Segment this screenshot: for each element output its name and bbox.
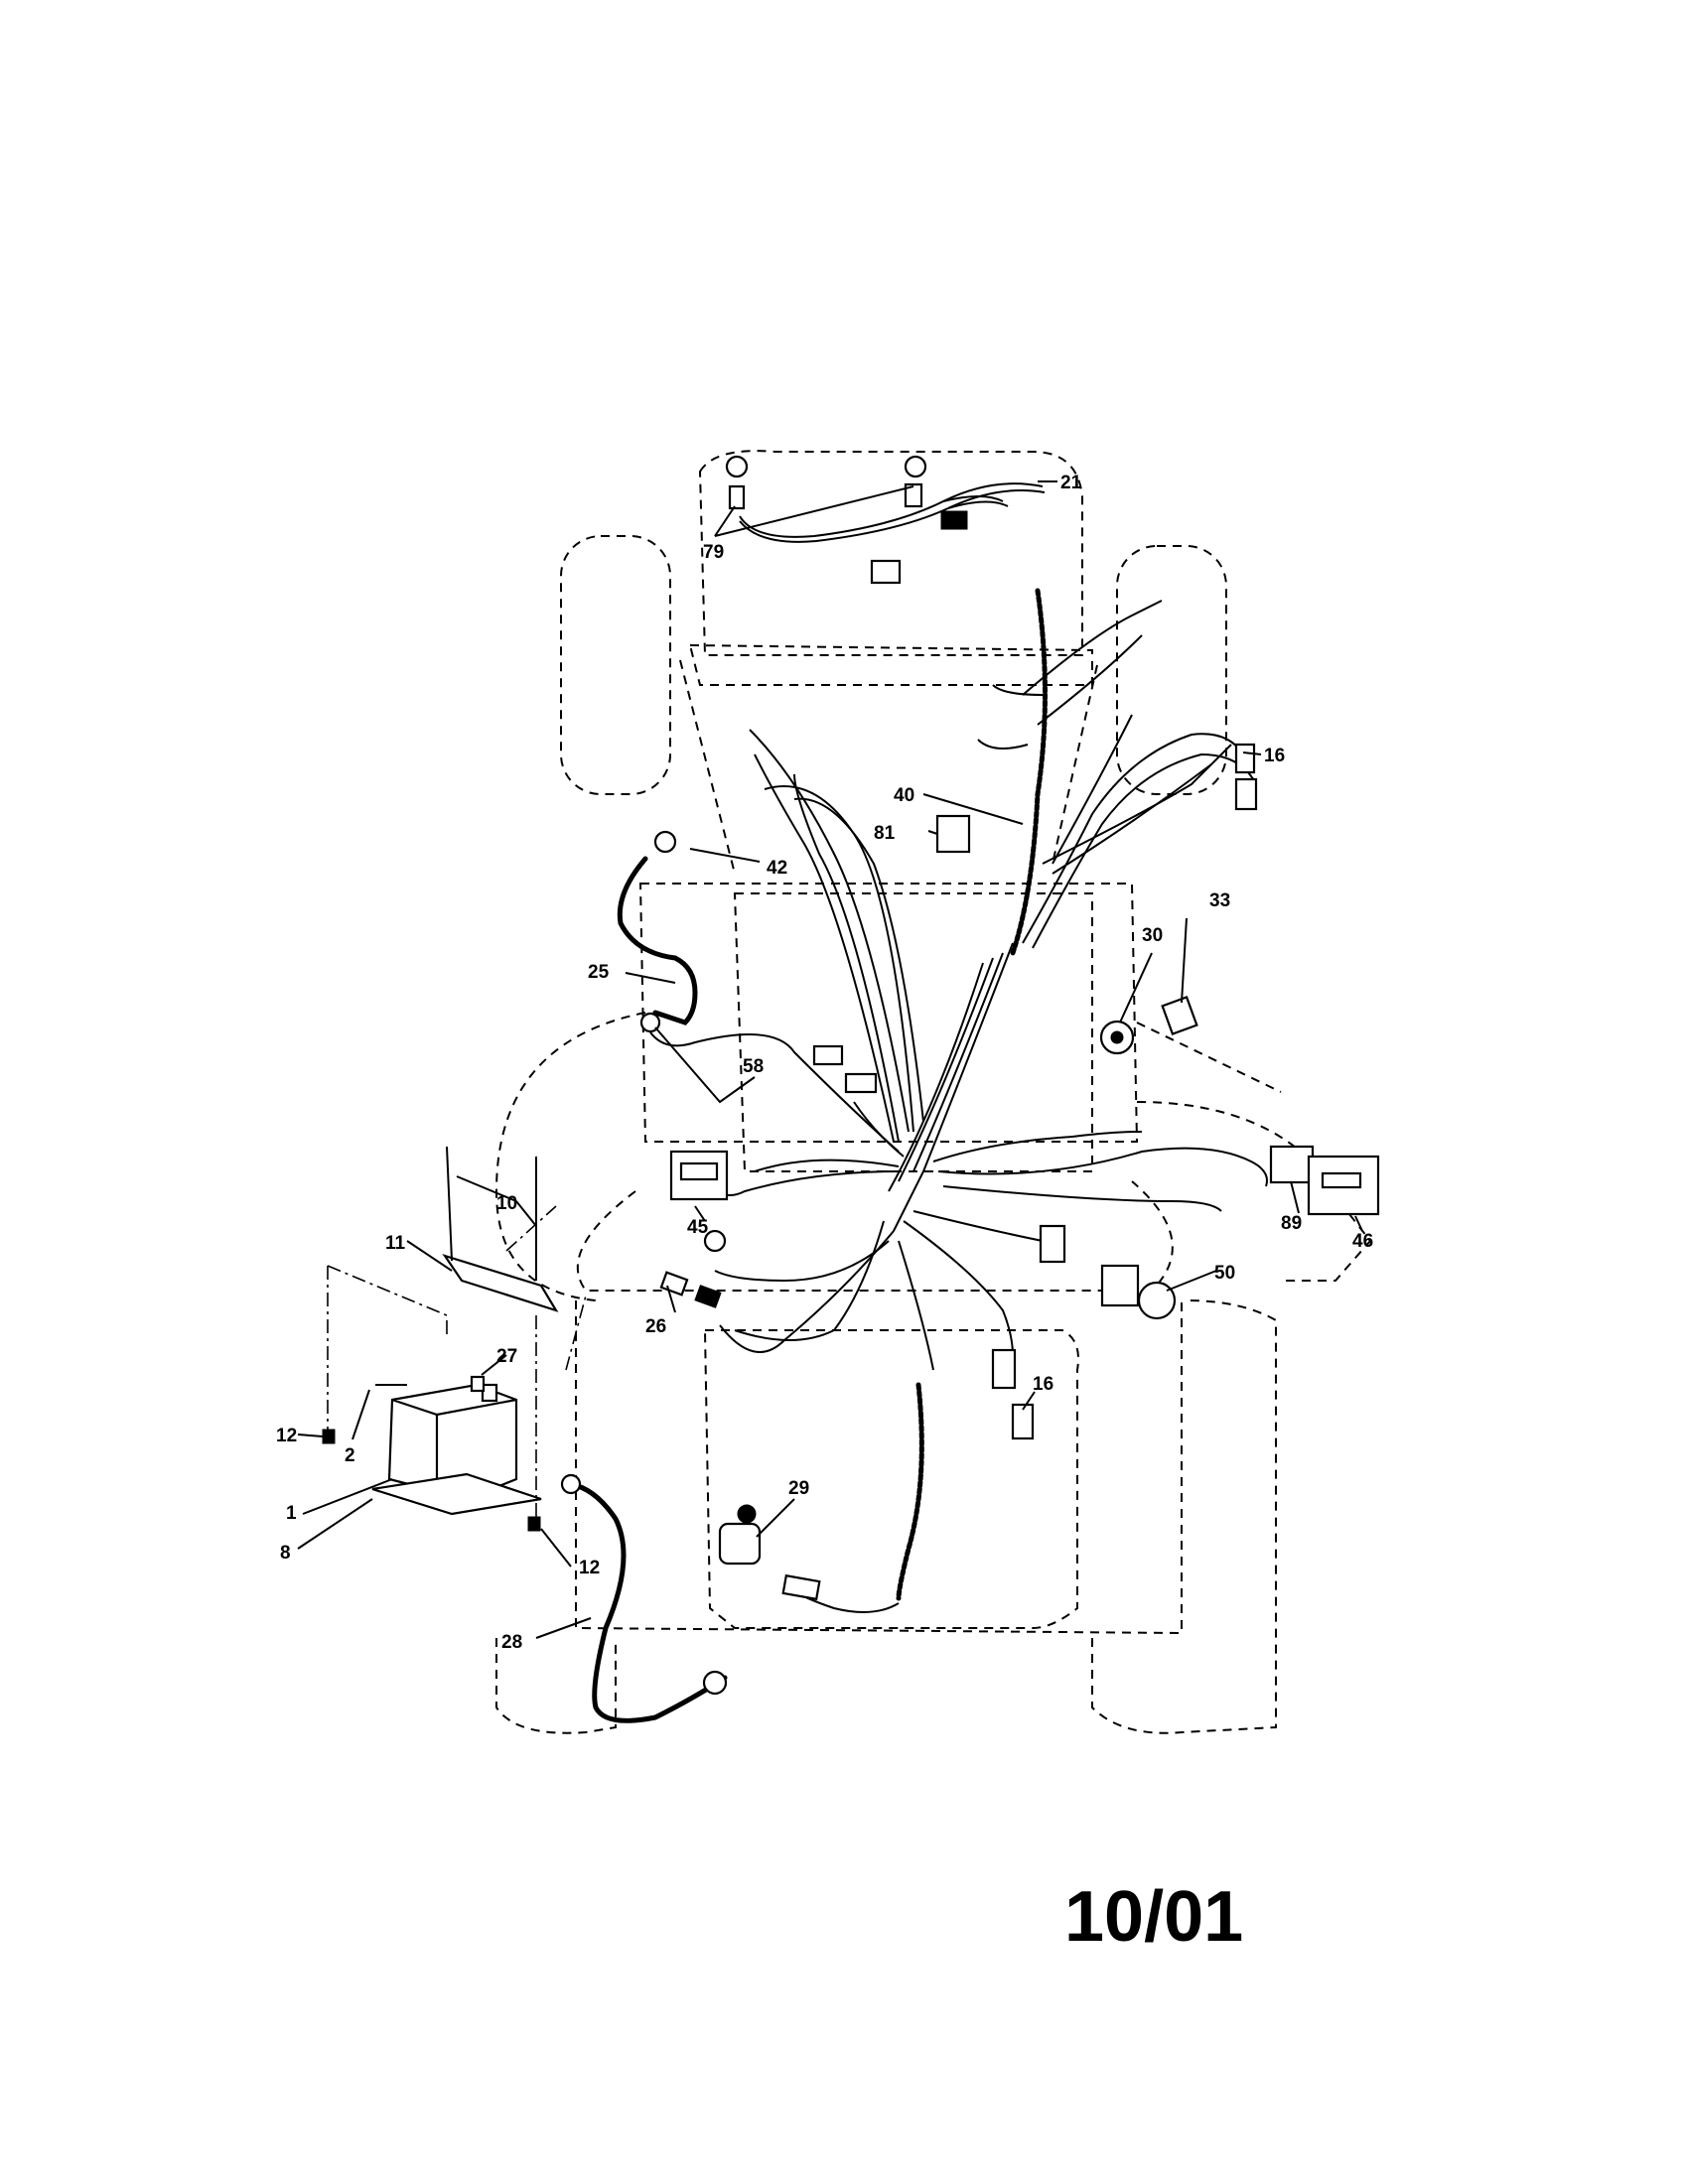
- connector-16-bottom-a: [991, 1348, 1017, 1390]
- callout-46: 46: [1352, 1231, 1373, 1252]
- parts: [322, 455, 1380, 1696]
- callout-58: 58: [743, 1056, 764, 1077]
- hold-down-11: [442, 1254, 559, 1312]
- callout-8: 8: [280, 1543, 291, 1564]
- ignition-switch-30: [1099, 1020, 1135, 1055]
- callout-labels: 21 79 16 40 81 42 33 30 25 58 10 11 45 8…: [276, 473, 1373, 1653]
- callout-2: 2: [345, 1445, 355, 1466]
- callout-45: 45: [687, 1217, 709, 1238]
- date-code: 10/01: [1064, 1877, 1243, 1957]
- cables: [568, 856, 728, 1723]
- rod-10a: [446, 1146, 453, 1262]
- connector-16-bottom-b: [1011, 1403, 1035, 1440]
- switch-50: [1100, 1264, 1140, 1307]
- fuse-26a: [659, 1271, 689, 1297]
- callout-42: 42: [767, 858, 787, 879]
- leader-lines: [297, 480, 1363, 1639]
- callout-27: 27: [496, 1346, 517, 1367]
- clip-12-left: [322, 1429, 336, 1444]
- callout-30: 30: [1142, 925, 1163, 946]
- wire-harness: [649, 482, 1268, 1613]
- callout-1: 1: [286, 1503, 297, 1524]
- callout-12: 12: [579, 1558, 600, 1578]
- nut-27: [470, 1375, 486, 1393]
- ring-terminal-28-bottom: [702, 1670, 728, 1696]
- relay-81: [935, 814, 971, 854]
- tractor-outline: [494, 450, 1372, 1734]
- connector-58a: [812, 1044, 844, 1066]
- callout-16: 16: [1264, 746, 1285, 766]
- callout-25: 25: [588, 962, 610, 983]
- callout-33: 33: [1209, 890, 1230, 911]
- connector-plug-right: [1039, 1224, 1066, 1264]
- switch-33: [1161, 996, 1198, 1035]
- callout-50: 50: [1214, 1263, 1235, 1284]
- battery-tray-8: [371, 1472, 542, 1516]
- callout-29: 29: [788, 1478, 809, 1499]
- callout-89: 89: [1281, 1213, 1302, 1234]
- bracket-89: [1269, 1145, 1315, 1184]
- callout-21: 21: [1060, 473, 1082, 493]
- assembly-guides: [327, 1205, 587, 1519]
- connector-58b: [844, 1072, 878, 1094]
- headlight-left: [725, 455, 749, 510]
- headlight-right: [904, 455, 927, 508]
- callout-12: 12: [276, 1426, 297, 1446]
- callout-26: 26: [645, 1316, 666, 1337]
- ring-terminal-45: [703, 1229, 727, 1253]
- connector-16-top: [1234, 743, 1256, 774]
- solenoid-29: [718, 1504, 821, 1601]
- callout-28: 28: [501, 1632, 522, 1653]
- callout-10: 10: [496, 1193, 517, 1214]
- connector-21: [940, 510, 968, 530]
- callout-79: 79: [703, 542, 724, 563]
- clip-12-right: [527, 1516, 541, 1532]
- ring-terminal-28-top: [560, 1473, 582, 1495]
- callout-40: 40: [894, 785, 914, 806]
- top-plug: [870, 559, 902, 585]
- callout-11: 11: [385, 1233, 406, 1254]
- fuse-26b: [694, 1285, 722, 1308]
- connector-16-top-b: [1234, 777, 1258, 811]
- callout-81: 81: [874, 823, 896, 844]
- ring-terminal-42: [653, 830, 677, 854]
- callout-16: 16: [1033, 1374, 1053, 1395]
